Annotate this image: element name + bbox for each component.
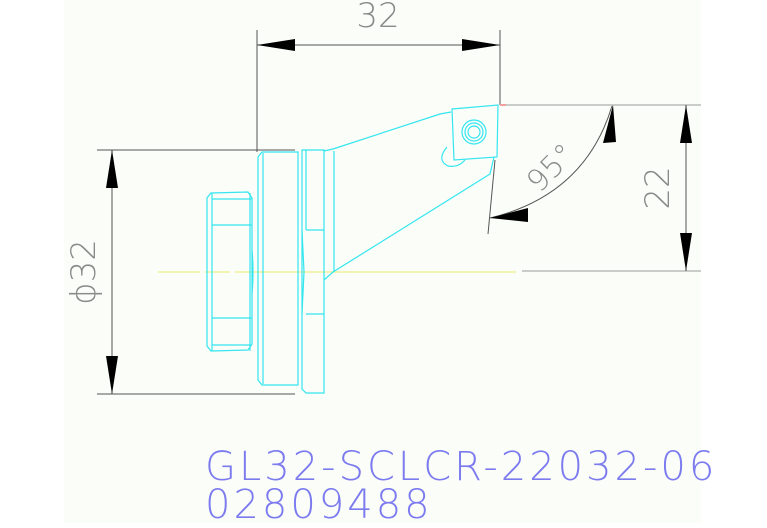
drawing-canvas [64,0,701,523]
dim-diameter-label: ϕ32 [64,239,104,305]
tool-holder-geometry [206,104,499,394]
dimension-lines [97,30,701,395]
dim-length-label: 32 [356,0,399,36]
dim-angle-label: 95° [520,137,582,199]
order-code: 02809488 [205,482,433,528]
part-number: GL32-SCLCR-22032-06 [205,444,718,490]
dim-offset-label: 22 [638,166,678,209]
